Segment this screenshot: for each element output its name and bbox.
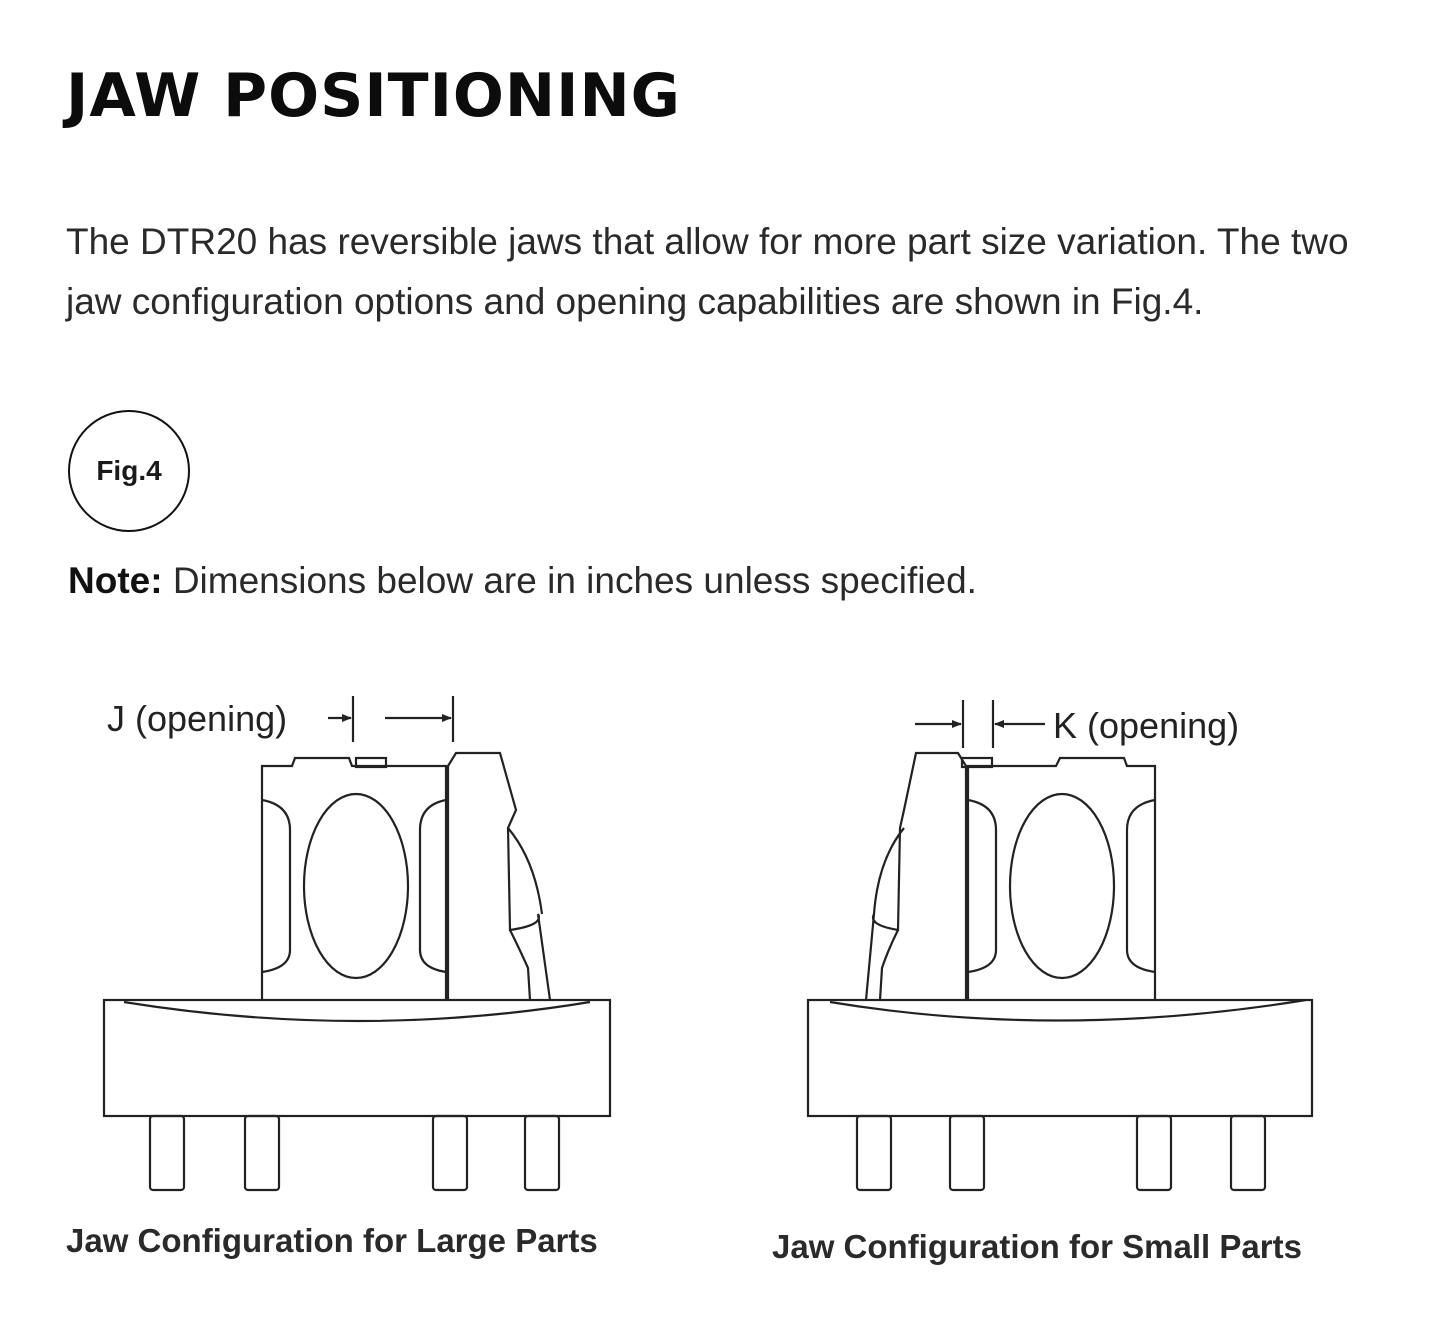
figure-badge-label: Fig.4 [96, 455, 162, 486]
jaw-configuration-figure: J (opening) Jaw Configuration for Large … [0, 680, 1440, 1325]
note-label: Note: [68, 560, 163, 601]
page-title: JAW POSITIONING [66, 61, 681, 131]
figure-badge: Fig.4 [68, 410, 190, 532]
note: Note: Dimensions below are in inches unl… [68, 560, 977, 602]
k-dimension [915, 700, 1045, 748]
note-text: Dimensions below are in inches unless sp… [162, 560, 977, 601]
small-parts-drawing [806, 700, 1314, 1192]
intro-paragraph: The DTR20 has reversible jaws that allow… [66, 221, 1349, 322]
k-opening-label: K (opening) [1053, 705, 1239, 746]
large-parts-drawing [102, 696, 612, 1192]
small-parts-caption: Jaw Configuration for Small Parts [772, 1228, 1302, 1265]
j-opening-label: J (opening) [107, 698, 287, 739]
j-dimension [328, 696, 455, 742]
large-parts-caption: Jaw Configuration for Large Parts [66, 1222, 598, 1259]
